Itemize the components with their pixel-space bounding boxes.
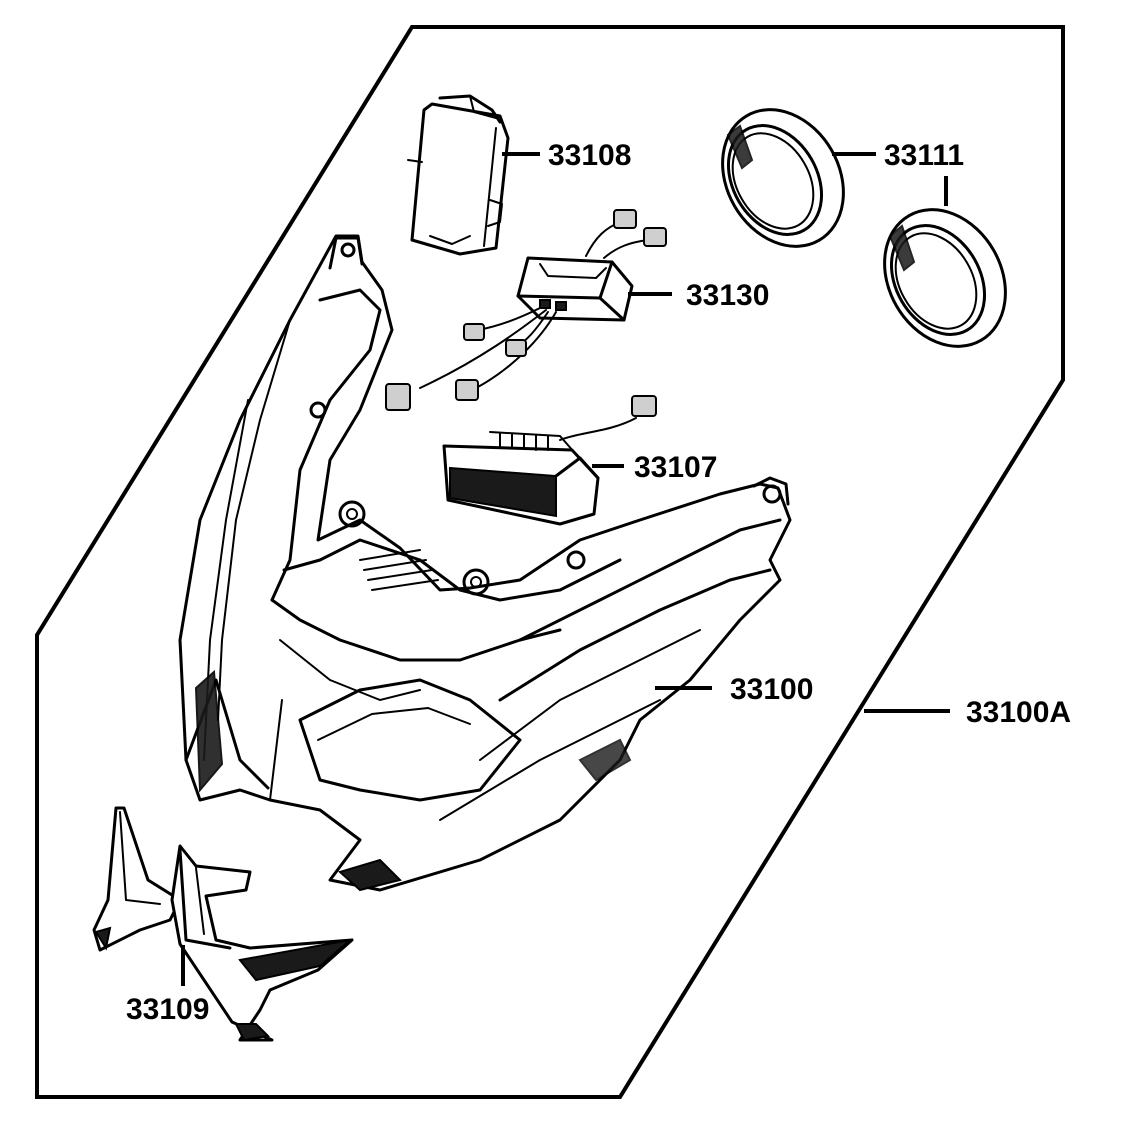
- part-33109-trim-left[interactable]: [92, 806, 182, 952]
- part-33100-headlight-housing[interactable]: [178, 234, 792, 892]
- label-33130: 33130: [686, 279, 769, 312]
- part-33111-ring-small[interactable]: [861, 188, 1030, 369]
- label-33108: 33108: [548, 139, 631, 172]
- leader-lines: [181, 152, 950, 986]
- label-33100: 33100: [730, 673, 813, 706]
- label-33111: 33111: [884, 139, 964, 172]
- part-33130-module[interactable]: [385, 209, 667, 411]
- assembly-boundary: [35, 25, 1065, 1099]
- label-33107: 33107: [634, 451, 717, 484]
- label-33100A: 33100A: [966, 696, 1071, 729]
- part-33111-ring-large[interactable]: [699, 88, 868, 269]
- part-33108-control-box[interactable]: [407, 94, 510, 256]
- part-33109-trim-right[interactable]: [170, 844, 354, 1042]
- part-33107-driver-unit[interactable]: [442, 395, 657, 526]
- label-33109: 33109: [126, 993, 209, 1026]
